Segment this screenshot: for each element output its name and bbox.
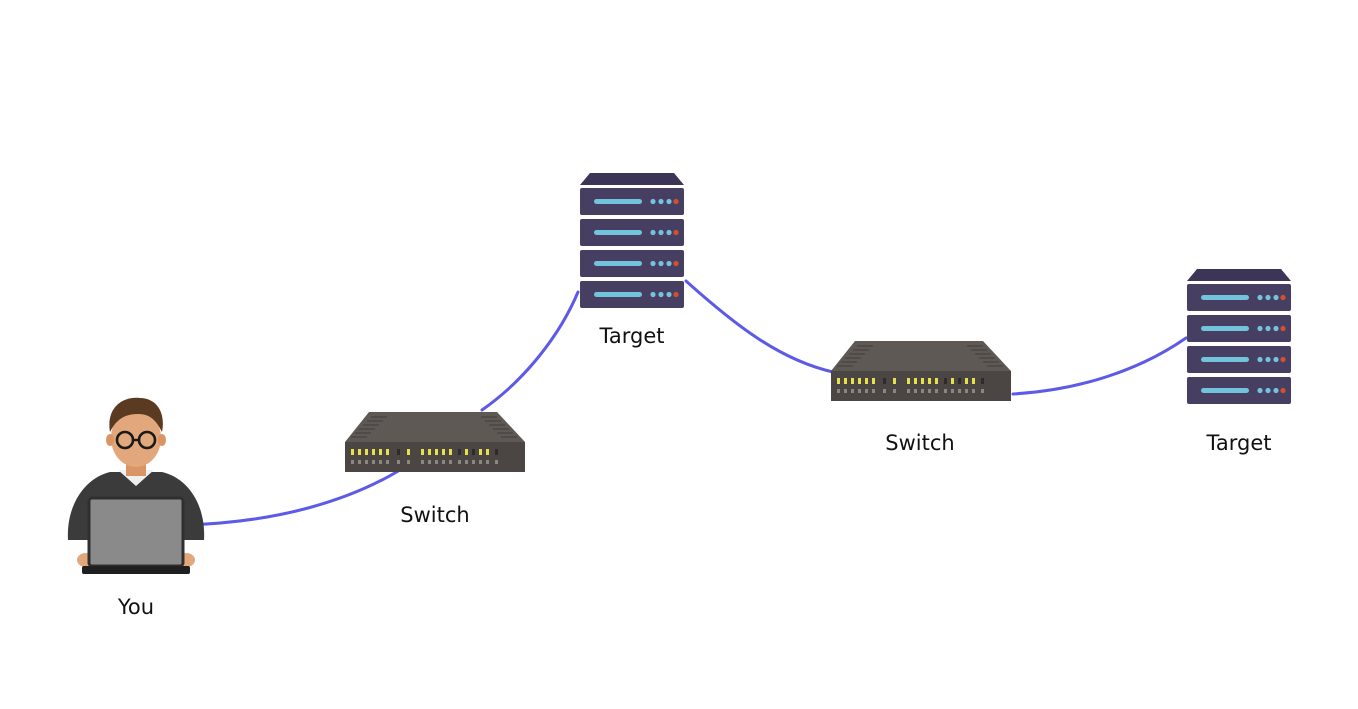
person-with-laptop-icon	[67, 397, 205, 574]
node-label-you: You	[117, 595, 154, 619]
node-target-2: Target	[1187, 269, 1291, 455]
node-label-target-2: Target	[1206, 431, 1272, 455]
link-switch-1-target-1	[480, 290, 580, 412]
links	[184, 279, 1188, 527]
network-switch-icon	[344, 411, 526, 473]
node-switch-1: Switch	[344, 411, 526, 527]
link-target-1-switch-2	[684, 279, 835, 374]
node-label-target-1: Target	[599, 324, 665, 348]
link-switch-2-target-2	[1011, 336, 1188, 396]
node-you: You	[67, 397, 205, 619]
server-icon	[1187, 269, 1291, 404]
node-switch-2: Switch	[830, 340, 1012, 455]
node-label-switch-1: Switch	[400, 503, 469, 527]
network-switch-icon	[830, 340, 1012, 402]
server-icon	[580, 173, 684, 308]
link-you-switch-1	[184, 468, 402, 527]
node-target-1: Target	[580, 173, 684, 348]
node-label-switch-2: Switch	[885, 431, 954, 455]
